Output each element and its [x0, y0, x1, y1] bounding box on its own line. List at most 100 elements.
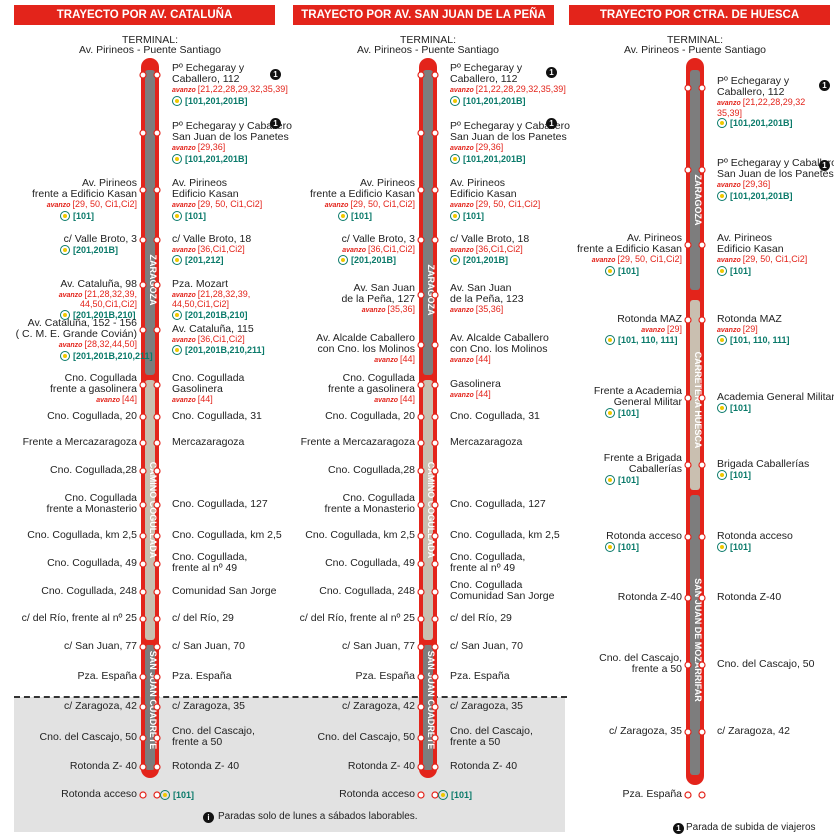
stop-label-right: Av. San Juan de la Peña, 123	[450, 282, 524, 305]
tram-circle-icon	[605, 541, 615, 552]
stop-circle-icon	[698, 84, 706, 92]
tram-lines-text: [101]	[463, 210, 485, 221]
stop-circle-icon	[417, 186, 425, 194]
tram-circle-icon	[160, 790, 170, 800]
stop-label-right: Rotonda MAZ	[717, 312, 782, 325]
bus-lines-left: avanzo[29, 50, Ci1,Ci2]	[325, 199, 415, 211]
brand-mark: avanzo	[450, 145, 474, 152]
route-segment-1-3	[145, 645, 155, 770]
stop-circle-icon	[684, 533, 692, 541]
stop-label-right: Pza. España	[450, 669, 510, 682]
tram-lines-right: [101,201,201B]	[717, 190, 793, 202]
stop-circle-icon	[153, 673, 161, 681]
stop-label-right: c/ San Juan, 70	[450, 639, 523, 652]
stop-circle-icon	[139, 763, 147, 771]
segment-label: ZARAGOZA	[426, 265, 436, 316]
route-segment-2-2	[423, 380, 433, 640]
tram-lines-text: [101]	[185, 210, 207, 221]
stop-label-left: Cno. Cogullada frente a Monasterio	[46, 492, 137, 515]
stop-circle-icon	[417, 643, 425, 651]
stop-label-left: Cno. del Cascajo, 50	[39, 730, 137, 743]
stop-circle-icon	[417, 501, 425, 509]
stop-circle-icon	[431, 560, 439, 568]
stop-circle-icon	[417, 439, 425, 447]
tram-lines-right: [101,201,201B]	[172, 153, 248, 165]
tram-circle-icon	[450, 95, 460, 106]
brand-mark: avanzo	[374, 357, 398, 364]
bus-lines-text: [29,36]	[197, 142, 226, 152]
stop-circle-icon	[698, 394, 706, 402]
stop-circle-icon	[139, 186, 147, 194]
route-segment-2-3	[423, 645, 433, 770]
stop-label-right: c/ Zaragoza, 42	[717, 724, 790, 737]
tram-circle-icon	[60, 350, 70, 361]
stop-circle-icon	[431, 588, 439, 596]
stop-label-right: Av. Cataluña, 115	[172, 322, 254, 335]
stop-label-right: c/ Valle Broto, 18	[172, 232, 252, 245]
brand-mark: avanzo	[58, 291, 83, 299]
segment-label: SAN JUAN CUADRETE	[426, 651, 436, 750]
bus-lines-right: avanzo[21,22,28,29,32 35,39]	[717, 97, 805, 118]
bus-lines-text: [44]	[399, 394, 415, 404]
stop-label-left: Frente a Mercazaragoza	[22, 435, 137, 448]
bus-lines-text: [29, 50, Ci1,Ci2]	[350, 199, 415, 209]
stop-label-left: Cno. Cogullada frente a gasolinera	[328, 372, 415, 395]
bus-lines-text: [21,22,28,29,32,35,39]	[475, 84, 566, 94]
bus-lines-text: [44]	[399, 354, 415, 364]
stop-label-left: c/ del Río, frente al nº 25	[21, 611, 137, 624]
bus-lines-text: [29,36]	[742, 179, 771, 189]
stop-label-right: Comunidad San Jorge	[172, 584, 277, 597]
stop-label-right: Rotonda Z- 40	[450, 759, 518, 772]
stop-circle-icon	[698, 791, 706, 799]
stop-label-right: Cno. Cogullada, frente al nº 49	[450, 551, 526, 574]
terminal-label: TERMINAL:	[399, 34, 456, 46]
tram-lines-left: [101]	[60, 210, 94, 222]
tram-lines-text: [101,201,201B]	[463, 95, 526, 106]
bus-lines-text: [36,Ci1,Ci2]	[475, 243, 523, 254]
stop-label-right: Rotonda Z- 40	[172, 759, 240, 772]
stop-circle-icon	[139, 236, 147, 244]
tram-lines-left: [201,201B]	[60, 244, 119, 256]
stop-circle-icon	[417, 763, 425, 771]
stop-label-left: Cno. Cogullada, 49	[47, 556, 137, 569]
tram-lines-text: [101]	[618, 408, 640, 418]
stop-label-left: Av. Alcalde Caballero con Cno. los Molin…	[316, 332, 415, 355]
stop-circle-icon	[431, 643, 439, 651]
tram-circle-icon	[605, 335, 615, 345]
stop-circle-icon	[417, 236, 425, 244]
stop-label-right: Cno. Cogullada, km 2,5	[172, 528, 282, 541]
bus-lines-right: avanzo[21,28,32,39, 44,50,Ci1,Ci2]	[172, 289, 250, 310]
bus-lines-text: [29, 50, Ci1,Ci2]	[475, 199, 541, 209]
brand-mark: avanzo	[717, 326, 741, 334]
stop-label-left: Frente a Mercazaragoza	[300, 435, 415, 448]
bus-lines-right: avanzo[44]	[450, 354, 491, 366]
stop-label-right: Cno. del Cascajo, 50	[717, 657, 815, 670]
stop-circle-icon	[684, 728, 692, 736]
stop-label-left: c/ San Juan, 77	[342, 639, 415, 652]
tram-circle-icon	[172, 95, 182, 106]
header-route-2: TRAYECTO POR AV. SAN JUAN DE LA PEÑA	[293, 5, 554, 25]
brand-mark: avanzo	[450, 357, 474, 364]
stop-circle-icon	[139, 129, 147, 137]
stop-label-left: Cno. Cogullada frente a gasolinera	[50, 372, 137, 395]
stop-label-right: Pº Echegaray y Caballero, 112	[717, 75, 790, 98]
brand-mark: avanzo	[450, 87, 474, 94]
tram-lines-left: [101]	[605, 265, 639, 277]
bus-lines-right: avanzo[29, 50, Ci1,Ci2]	[450, 199, 541, 211]
brand-mark: avanzo	[58, 342, 83, 349]
tram-lines-right: [201,201B]	[450, 255, 508, 266]
tram-lines-text: [201,201B]	[351, 255, 397, 265]
stop-circle-icon	[139, 381, 147, 389]
tram-lines-text: [201,201B]	[73, 244, 119, 255]
terminal-label: TERMINAL:	[121, 34, 178, 46]
bus-lines-right: avanzo[35,36]	[450, 304, 503, 316]
stop-circle-icon	[139, 615, 147, 623]
stop-label-right: c/ del Río, 29	[172, 611, 234, 624]
stop-circle-icon	[698, 661, 706, 669]
stop-circle-icon	[153, 236, 161, 244]
stop-label-left: Pza. España	[622, 787, 682, 800]
stop-circle-icon	[431, 439, 439, 447]
tram-lines-left: [101]	[338, 210, 372, 222]
